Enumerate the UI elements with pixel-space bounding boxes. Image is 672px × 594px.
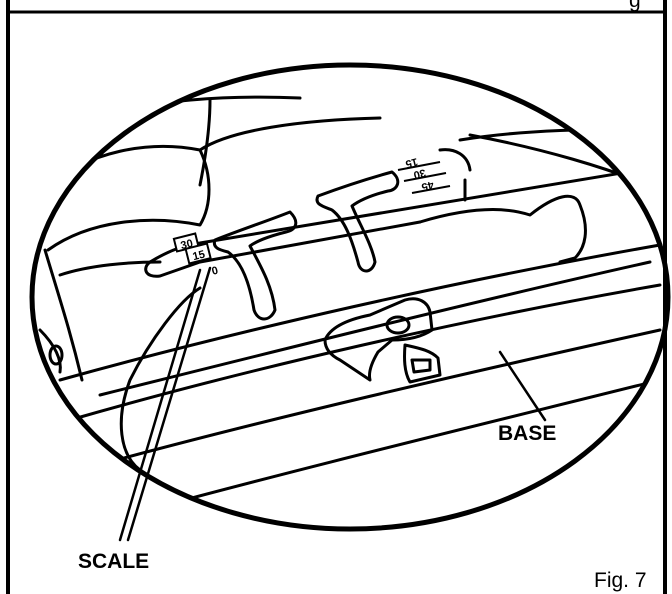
figure-number: Fig. 7 <box>594 569 647 592</box>
base-plate <box>58 243 662 522</box>
magnified-detail: 30 15 0 15 30 45 <box>38 95 662 522</box>
base-label: BASE <box>498 422 556 445</box>
scale-leader-lines <box>118 266 212 542</box>
rear-bevel-scale: 15 30 45 <box>397 155 451 194</box>
header-text-fragment: g <box>629 0 641 12</box>
scale-mark-rear-30: 30 <box>412 166 427 181</box>
magnifier-outline <box>29 62 671 532</box>
page-frame <box>6 0 667 594</box>
scale-mark-0: 0 <box>211 265 220 278</box>
scale-mark-30: 30 <box>179 238 194 253</box>
bevel-shoe <box>144 127 662 321</box>
scale-label: SCALE <box>78 550 149 573</box>
base-leader-line <box>498 350 547 422</box>
scale-mark-15: 15 <box>191 249 206 264</box>
scale-mark-rear-15: 15 <box>404 155 419 170</box>
motor-housing <box>38 95 382 382</box>
front-bevel-scale: 30 15 0 <box>172 232 220 278</box>
scale-mark-rear-45: 45 <box>420 178 435 193</box>
